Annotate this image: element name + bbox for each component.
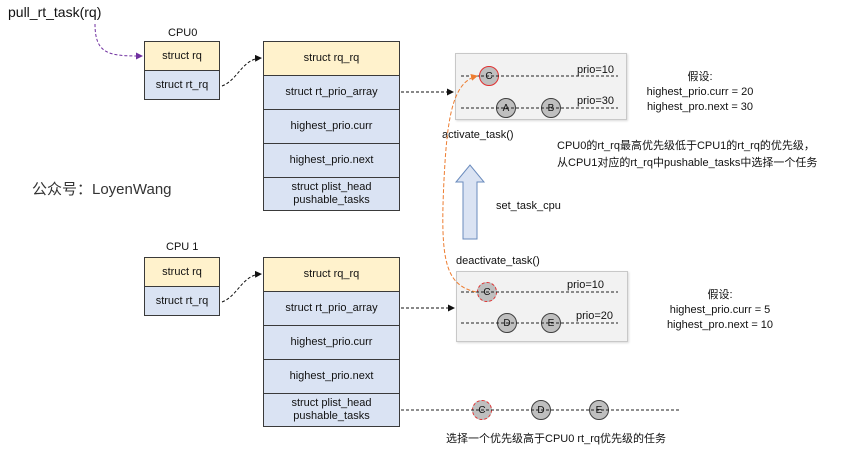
cpu0-task-node-c: C [479,66,499,86]
cpu0-struct-rt-rq: struct rt_rq [144,70,220,100]
pushable-caption: 选择一个优先级高于CPU0 rt_rq优先级的任务 [446,433,667,445]
cpu0-highest-prio-next: highest_prio.next [263,143,400,178]
set-task-cpu-label: set_task_cpu [496,200,561,212]
cpu1-task-node-e: E [541,313,561,333]
explanation-line: 从CPU1对应的rt_rq中pushable_tasks中选择一个任务 [557,157,818,169]
cpu0-struct-rq: struct rq [144,41,220,71]
cpu1-pushable-tasks: struct plist_head pushable_tasks [263,393,400,427]
cpu1-assumption-title: 假设: [707,289,733,301]
caller-arrow [94,23,143,60]
cpu0-task-node-b: B [541,98,561,118]
cpu0-label: CPU0 [168,27,198,39]
watermark: 公众号：LoyenWang [32,181,172,198]
cpu0-assumption-line: highest_prio.curr = 20 [646,86,754,98]
cpu1-highest-prio-next: highest_prio.next [263,359,400,394]
cpu1-assumption: 假设: highest_prio.curr = 5 highest_pro.ne… [655,288,785,333]
cpu0-rt-rq-link [221,54,262,87]
pushable-node-c: C [472,400,492,420]
cpu1-label: CPU 1 [166,241,199,253]
cpu0-prio-label-10: prio=10 [577,64,615,76]
cpu1-rt-rq-link [221,270,262,303]
cpu0-task-node-a: A [496,98,516,118]
cpu1-struct-rq: struct rq [144,257,220,287]
cpu1-rt-prio-array: struct rt_prio_array [263,291,400,326]
activate-task-label: activate_task() [442,129,514,141]
pushable-node-e: E [589,400,609,420]
cpu0-pushable-tasks: struct plist_head pushable_tasks [263,177,400,211]
deactivate-task-label: deactivate_task() [456,255,540,267]
caller-label: pull_rt_task(rq) [8,4,102,20]
cpu0-highest-prio-curr: highest_prio.curr [263,109,400,144]
cpu0-rt-prio-array: struct rt_prio_array [263,75,400,110]
explanation-line: CPU0的rt_rq最高优先级低于CPU1的rt_rq的优先级， [557,140,815,152]
cpu0-assumption: 假设: highest_prio.curr = 20 highest_pro.n… [640,70,760,115]
cpu1-highest-prio-curr: highest_prio.curr [263,325,400,360]
cpu1-struct-rt-rq: struct rt_rq [144,286,220,316]
cpu0-prio-label-30: prio=30 [577,95,615,107]
cpu1-assumption-line: highest_pro.next = 10 [666,319,774,331]
set-task-cpu-arrow [454,164,486,240]
cpu1-task-node-c: C [477,282,497,302]
cpu1-rt-rq-header: struct rq_rq [263,257,400,292]
cpu0-rt-rq-header: struct rq_rq [263,41,400,76]
cpu0-assumption-line: highest_pro.next = 30 [646,101,754,113]
explanation: CPU0的rt_rq最高优先级低于CPU1的rt_rq的优先级， 从CPU1对应… [557,138,817,172]
cpu1-task-node-d: D [497,313,517,333]
pushable-node-d: D [531,400,551,420]
cpu0-assumption-title: 假设: [687,71,713,83]
cpu1-assumption-line: highest_prio.curr = 5 [669,304,771,316]
cpu1-prio-label-20: prio=20 [576,310,614,322]
cpu1-prio-label-10: prio=10 [567,279,605,291]
